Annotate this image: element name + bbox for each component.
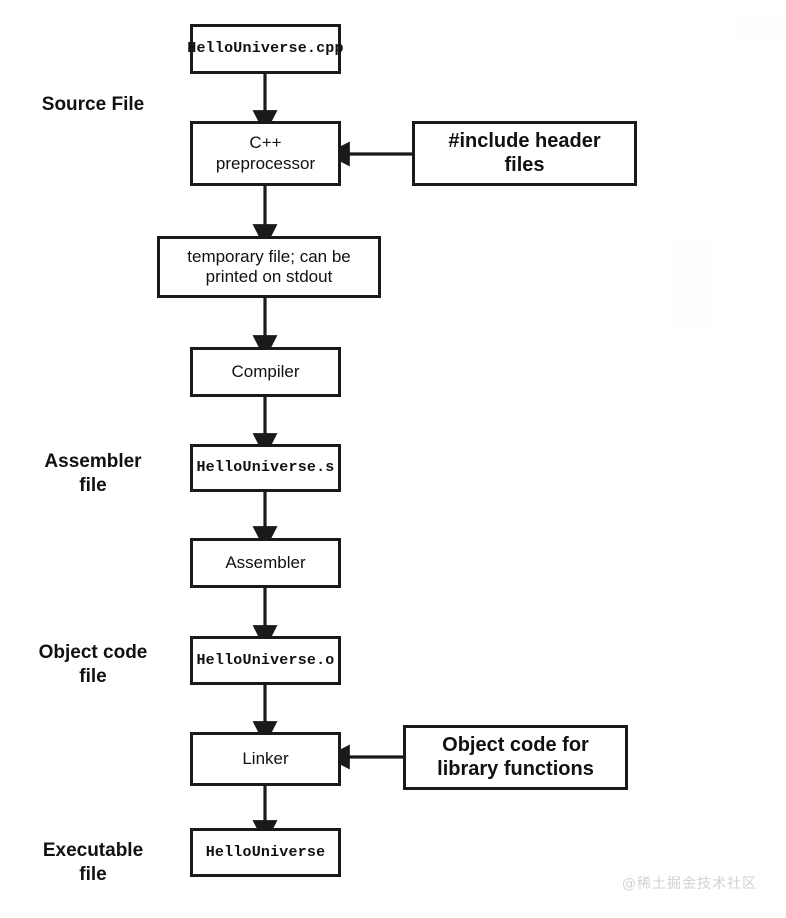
node-label: #include header files: [448, 129, 601, 176]
node-label: Object code for library functions: [437, 733, 594, 780]
node-label: HelloUniverse.cpp: [187, 40, 344, 58]
node-label: Linker: [242, 748, 289, 768]
node-label: Assembler: [225, 552, 306, 572]
node-hellouniverse-s[interactable]: HelloUniverse.s: [190, 444, 341, 492]
node-cpp-preprocessor[interactable]: C++ preprocessor: [190, 121, 341, 186]
scan-artifact: [735, 18, 783, 38]
node-label: HelloUniverse: [205, 843, 326, 861]
node-object-code-library[interactable]: Object code for library functions: [403, 725, 628, 790]
node-label: Compiler: [231, 361, 300, 381]
watermark: @稀土掘金技术社区: [622, 876, 757, 892]
node-label: temporary file; can be printed on stdout: [187, 246, 351, 286]
node-hellouniverse-exe[interactable]: HelloUniverse: [190, 828, 341, 877]
side-label-assembler-file: Assembler file: [44, 451, 142, 496]
node-hellouniverse-o[interactable]: HelloUniverse.o: [190, 636, 341, 685]
node-linker[interactable]: Linker: [190, 732, 341, 786]
scan-artifact-2: [672, 238, 714, 328]
node-label: HelloUniverse.s: [196, 459, 335, 477]
node-hellouniverse-cpp[interactable]: HelloUniverse.cpp: [187, 24, 344, 74]
node-assembler[interactable]: Assembler: [190, 538, 341, 588]
side-label-object-code-file: Object code file: [38, 642, 148, 687]
node-temporary-file[interactable]: temporary file; can be printed on stdout: [157, 236, 381, 298]
side-label-executable-file: Executable file: [42, 840, 144, 885]
node-compiler[interactable]: Compiler: [190, 347, 341, 397]
side-label-source-file: Source File: [41, 94, 145, 115]
node-label: HelloUniverse.o: [196, 651, 335, 669]
node-include-header-files[interactable]: #include header files: [412, 121, 637, 186]
node-label: C++ preprocessor: [215, 133, 316, 173]
